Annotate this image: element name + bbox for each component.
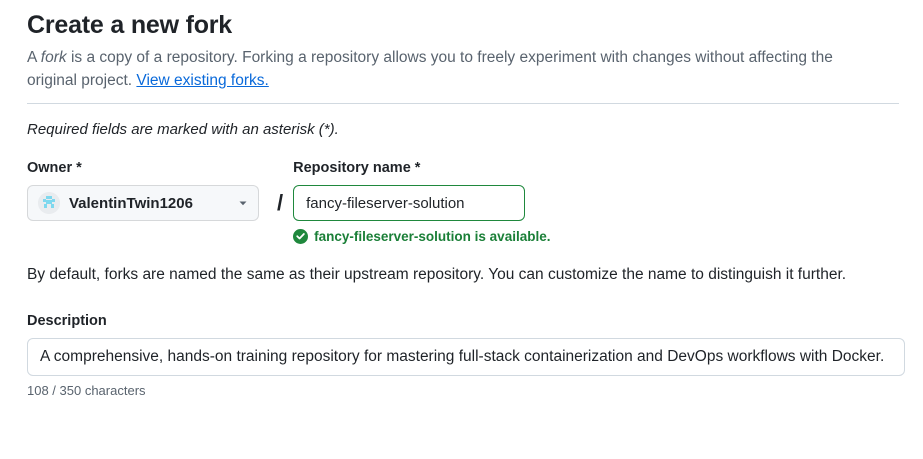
description-input[interactable]	[27, 338, 905, 376]
required-fields-note: Required fields are marked with an aster…	[27, 121, 339, 138]
section-divider	[27, 103, 899, 104]
description-label: Description	[27, 313, 107, 329]
view-existing-forks-link[interactable]: View existing forks.	[136, 72, 269, 89]
availability-text: fancy-fileserver-solution is available.	[314, 229, 551, 244]
intro-prefix: A	[27, 49, 41, 66]
intro-paragraph: A fork is a copy of a repository. Forkin…	[27, 46, 869, 92]
check-circle-fill-icon	[293, 229, 309, 244]
intro-emphasis: fork	[40, 49, 67, 66]
fork-default-name-note: By default, forks are named the same as …	[27, 266, 847, 283]
owner-repo-separator: /	[277, 190, 284, 215]
owner-label: Owner *	[27, 160, 82, 176]
owner-field-group: Owner *	[27, 159, 289, 221]
description-character-count: 108 / 350 characters	[27, 383, 146, 398]
repository-availability-status: fancy-fileserver-solution is available.	[293, 228, 899, 245]
repository-name-label: Repository name *	[293, 160, 421, 176]
description-field-group: Description 108 / 350 characters	[27, 312, 905, 400]
page-title: Create a new fork	[27, 11, 233, 39]
repository-field-group: Repository name * fancy-fileserver-solut…	[293, 159, 899, 245]
owner-select[interactable]: ValentinTwin1206	[27, 185, 259, 221]
user-avatar-identicon-icon	[38, 192, 60, 214]
repository-name-input[interactable]	[293, 185, 526, 221]
owner-value: ValentinTwin1206	[69, 194, 193, 212]
intro-body: is a copy of a repository. Forking a rep…	[27, 49, 833, 89]
owner-and-name-row: Owner *	[27, 159, 899, 245]
chevron-down-icon[interactable]	[229, 197, 249, 209]
